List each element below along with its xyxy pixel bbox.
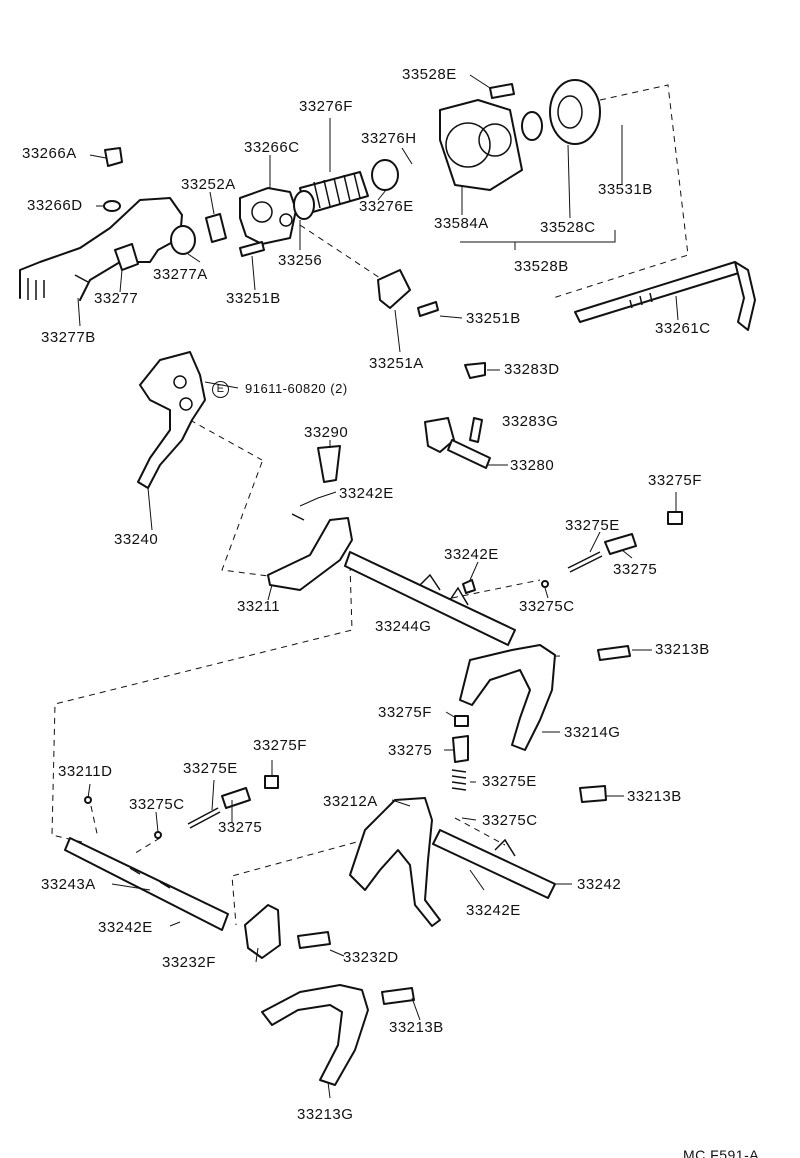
label-33242E-d: 33242E (98, 919, 153, 936)
label-33214G: 33214G (564, 724, 621, 741)
label-33275F-b: 33275F (378, 704, 432, 721)
label-33232F: 33232F (162, 954, 216, 971)
shift-lever-boot-spring (293, 159, 399, 220)
label-33283D: 33283D (504, 361, 560, 378)
shift-shaft-33244G (344, 551, 516, 646)
label-33275F-c: 33275F (253, 737, 307, 754)
label-33275C-c: 33275C (482, 812, 538, 829)
label-33242: 33242 (577, 876, 622, 893)
label-33290: 33290 (304, 424, 349, 441)
label-33266D: 33266D (27, 197, 83, 214)
shift-shaft-33243A (64, 837, 229, 931)
label-33266A: 33266A (22, 145, 77, 162)
label-33275F-a: 33275F (648, 472, 702, 489)
label-33275E-c: 33275E (482, 773, 537, 790)
label-33275E-a: 33275E (565, 517, 620, 534)
pin-bolt-33280 (317, 417, 491, 483)
label-33275C-b: 33275C (129, 796, 185, 813)
shift-shaft-33242 (432, 785, 607, 899)
label-33213B-c: 33213B (389, 1019, 444, 1036)
label-33275-b: 33275 (388, 742, 433, 759)
shift-lever-housing (239, 187, 297, 245)
label-33213G: 33213G (297, 1106, 354, 1123)
shift-fork-33214G (459, 644, 631, 751)
label-33275E-b: 33275E (183, 760, 238, 777)
label-33531B: 33531B (598, 181, 653, 198)
spring-pin-group-lower (451, 715, 469, 791)
label-33256: 33256 (278, 252, 323, 269)
label-33277B: 33277B (41, 329, 96, 346)
label-33275-a: 33275 (613, 561, 658, 578)
label-bolt-91611-60820: 91611-60820 (2) (245, 381, 348, 396)
label-33584A: 33584A (434, 215, 489, 232)
label-33528E: 33528E (402, 66, 457, 83)
label-33242E-c: 33242E (466, 902, 521, 919)
label-33211D: 33211D (58, 763, 113, 780)
label-33251B-b: 33251B (466, 310, 521, 327)
bolt-marker-circle: E (212, 381, 229, 398)
drawing-reference-code: MC F591-A (683, 1147, 760, 1158)
shift-fork-33213G (261, 984, 415, 1086)
label-33240: 33240 (114, 531, 159, 548)
label-33252A: 33252A (181, 176, 236, 193)
label-33280: 33280 (510, 457, 555, 474)
label-33251A: 33251A (369, 355, 424, 372)
label-33244G: 33244G (375, 618, 432, 635)
label-33276H: 33276H (361, 130, 417, 147)
extension-housing-group (439, 79, 601, 191)
label-33528C: 33528C (540, 219, 596, 236)
label-33276E-top: 33276E (359, 198, 414, 215)
shift-fork-33212A (349, 797, 441, 927)
label-33242E-a: 33242E (339, 485, 394, 502)
label-33243A: 33243A (41, 876, 96, 893)
shift-lever-33240 (137, 351, 206, 489)
label-33277A: 33277A (153, 266, 208, 283)
label-33528B: 33528B (514, 258, 569, 275)
label-33283G: 33283G (502, 413, 559, 430)
selector-shaft-33261C (574, 261, 756, 331)
leader-lines (77, 74, 679, 1099)
label-33261C: 33261C (655, 320, 711, 337)
label-33232D: 33232D (343, 949, 399, 966)
label-33212A: 33212A (323, 793, 378, 810)
detent-spring-pins-right (462, 511, 683, 594)
label-33213B-b: 33213B (627, 788, 682, 805)
label-33275-c: 33275 (218, 819, 263, 836)
label-33251B-a: 33251B (226, 290, 281, 307)
label-33275C-a: 33275C (519, 598, 575, 615)
shift-head-33232F (244, 904, 331, 959)
shift-head-33211 (267, 513, 353, 591)
label-33277: 33277 (94, 290, 139, 307)
label-33213B-a: 33213B (655, 641, 710, 658)
label-33276F: 33276F (299, 98, 353, 115)
label-33266C: 33266C (244, 139, 300, 156)
label-33211: 33211 (237, 598, 281, 615)
spring-pin-group-left (84, 775, 279, 839)
label-33242E-b: 33242E (444, 546, 499, 563)
